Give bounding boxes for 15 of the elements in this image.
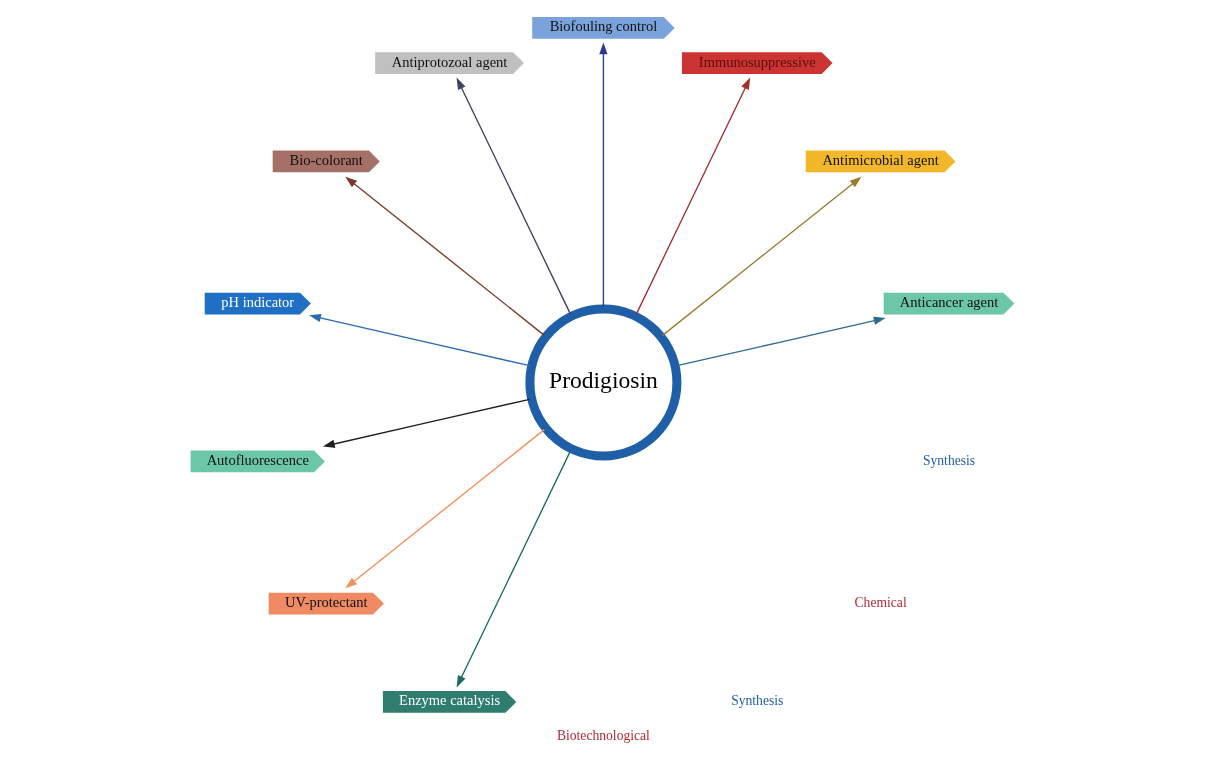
arrow [456,77,572,316]
arrow [345,176,545,337]
arrow [676,316,886,367]
arrow [599,42,608,308]
arrow [456,449,572,688]
label: Biotechnological [556,728,650,744]
arrow [635,77,751,316]
label: Synthesis [731,693,784,709]
arrow [322,398,531,448]
node-circle: Prodigiosin [525,304,682,461]
label: Chemical [854,594,907,610]
arrow [309,313,531,367]
arrow [661,176,862,337]
label: Synthesis [922,452,976,468]
arrow [345,428,545,589]
